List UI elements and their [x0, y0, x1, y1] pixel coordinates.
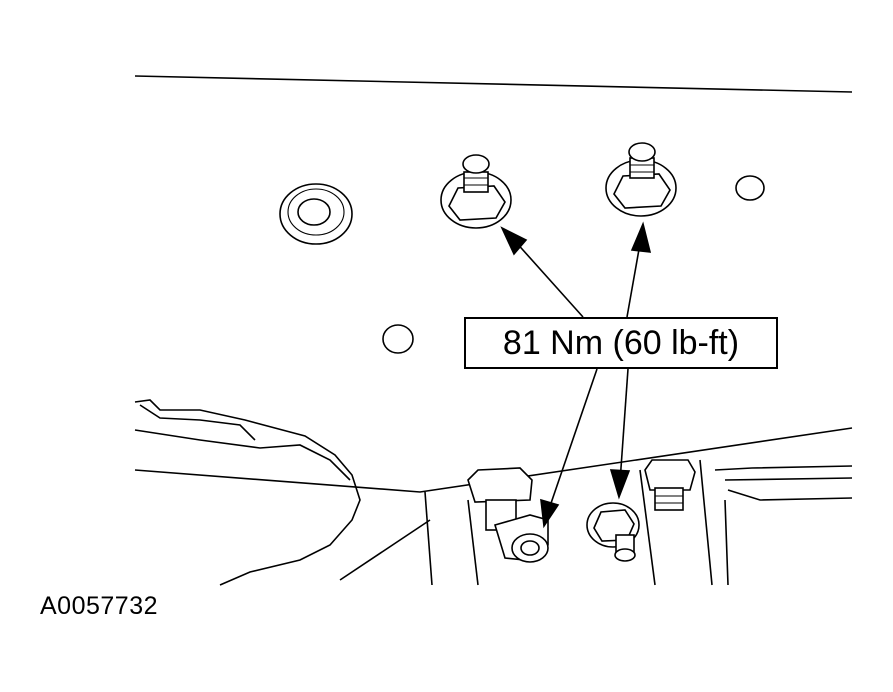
- plate-bottom-edge: [134, 427, 853, 493]
- left-bracket-inner: [134, 429, 351, 481]
- center-member-edge-2: [639, 469, 656, 586]
- lower-bolt-right: [644, 459, 696, 511]
- upper-bolt-right: [605, 142, 677, 217]
- lower-bolt-left: [467, 467, 549, 563]
- center-member-edge: [467, 499, 479, 586]
- leader-arrows: [500, 221, 652, 529]
- right-member: [714, 465, 853, 586]
- left-member-edge: [339, 519, 431, 581]
- left-bracket-face: [139, 404, 256, 441]
- plate-hole-left: [382, 324, 414, 354]
- washer-hole: [297, 198, 331, 226]
- torque-callout-box: 81 Nm (60 lb-ft): [464, 317, 778, 369]
- lower-bolt-middle: [586, 502, 640, 562]
- right-member-edge: [699, 459, 713, 586]
- plate-top-edge: [134, 75, 853, 93]
- upper-bolt-left: [440, 154, 512, 229]
- left-bracket: [134, 399, 361, 586]
- plate-hole-right: [735, 175, 765, 201]
- left-member-edge-2: [424, 491, 433, 586]
- figure-id: A0057732: [40, 592, 159, 620]
